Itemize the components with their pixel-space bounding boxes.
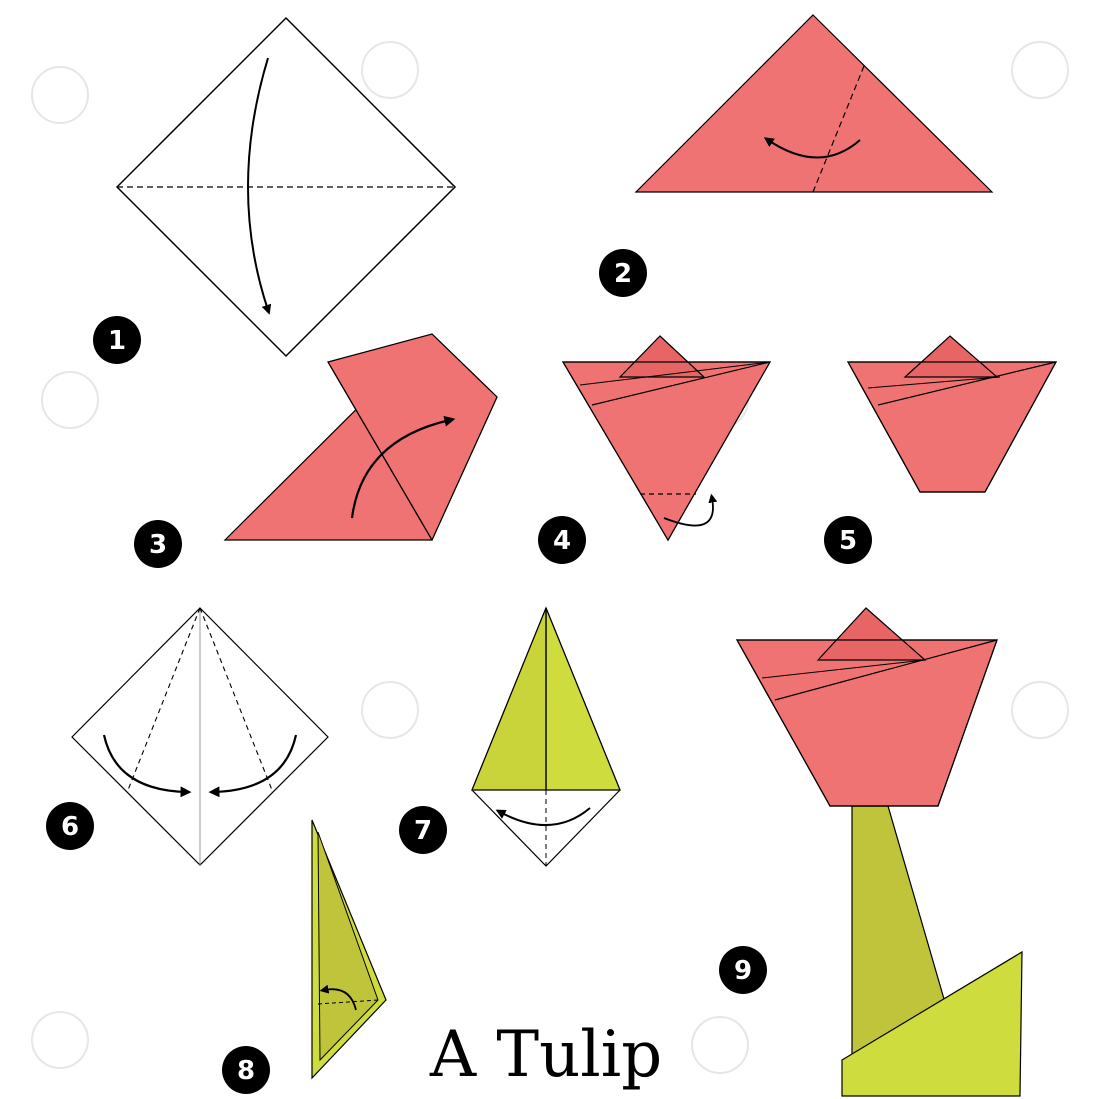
step-badge-8: 8 xyxy=(222,1046,270,1094)
step-7-figure xyxy=(472,608,620,866)
svg-text:5: 5 xyxy=(839,526,857,556)
step-badge-3: 3 xyxy=(134,520,182,568)
step-badge-1: 1 xyxy=(93,316,141,364)
svg-text:6: 6 xyxy=(61,812,79,842)
step-badge-2: 2 xyxy=(599,249,647,297)
step-badge-5: 5 xyxy=(824,516,872,564)
step-9-figure xyxy=(737,608,1022,1096)
step-6-figure xyxy=(72,608,328,865)
step-badge-4: 4 xyxy=(538,516,586,564)
step-5-figure xyxy=(848,336,1056,492)
svg-text:9: 9 xyxy=(734,956,752,986)
step-badge-9: 9 xyxy=(719,946,767,994)
step-1-figure xyxy=(117,18,455,356)
step-4-figure xyxy=(563,336,770,540)
step-3-figure xyxy=(225,334,497,540)
step-badge-6: 6 xyxy=(46,802,94,850)
svg-text:4: 4 xyxy=(553,526,571,556)
step-2-figure xyxy=(636,15,992,192)
step-8-figure xyxy=(312,820,386,1078)
svg-text:3: 3 xyxy=(149,530,167,560)
svg-text:2: 2 xyxy=(614,259,632,289)
svg-text:8: 8 xyxy=(237,1056,255,1086)
page-title: A Tulip xyxy=(429,1018,662,1092)
svg-text:1: 1 xyxy=(108,326,126,356)
step-badge-7: 7 xyxy=(399,806,447,854)
svg-text:7: 7 xyxy=(414,816,432,846)
